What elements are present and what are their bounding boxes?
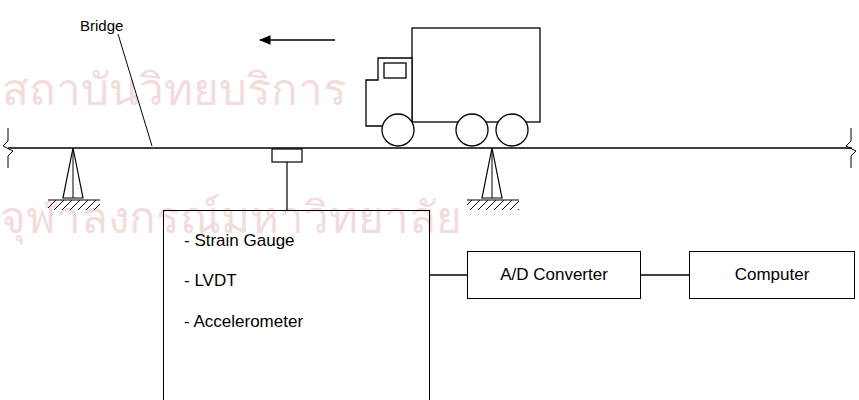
box-text: Computer [735,265,810,285]
break-mark [846,128,856,168]
process-box: A/D Converter [467,251,641,299]
box-text: A/D Converter [500,265,608,285]
connector-line [641,274,689,275]
process-box: Computer [689,251,855,299]
connector-line [430,274,467,275]
box-text: - Accelerometer [184,312,409,332]
box-text: - Strain Gauge [184,231,409,251]
left-support [48,148,100,210]
break-mark [3,128,13,168]
instrument-box: - Strain Gauge - LVDT - Accelerometer [163,210,430,400]
watermark: สถาบันวิทยบริการ [2,68,347,112]
direction-arrow [260,39,335,40]
box-text: - LVDT [184,271,409,291]
right-support [467,148,519,210]
leader-line [118,34,152,146]
bridge-beam [8,147,852,149]
sensor-cable [286,162,287,210]
truck [366,28,540,146]
part-label: Bridge [80,17,123,34]
sensor-mount [272,149,302,162]
